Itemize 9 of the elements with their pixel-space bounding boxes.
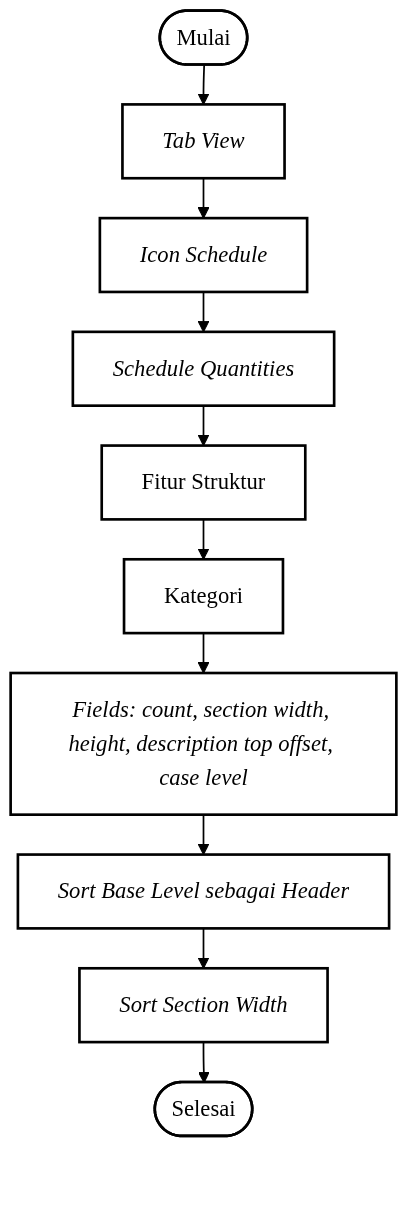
node-box: Schedule Quantities: [71, 330, 336, 407]
node-box: Sort Base Level sebagai Header: [16, 853, 391, 930]
node-box: Sort Section Width: [78, 966, 329, 1044]
arrow: [197, 64, 210, 105]
node-box: Fields: count, section width, height, description top offset, case level: [9, 671, 398, 816]
node-box: Tab View: [121, 103, 286, 180]
node-box: Icon Schedule: [98, 216, 309, 294]
node-box: Fitur Struktur: [100, 444, 307, 521]
node-box: Kategori: [122, 557, 285, 635]
